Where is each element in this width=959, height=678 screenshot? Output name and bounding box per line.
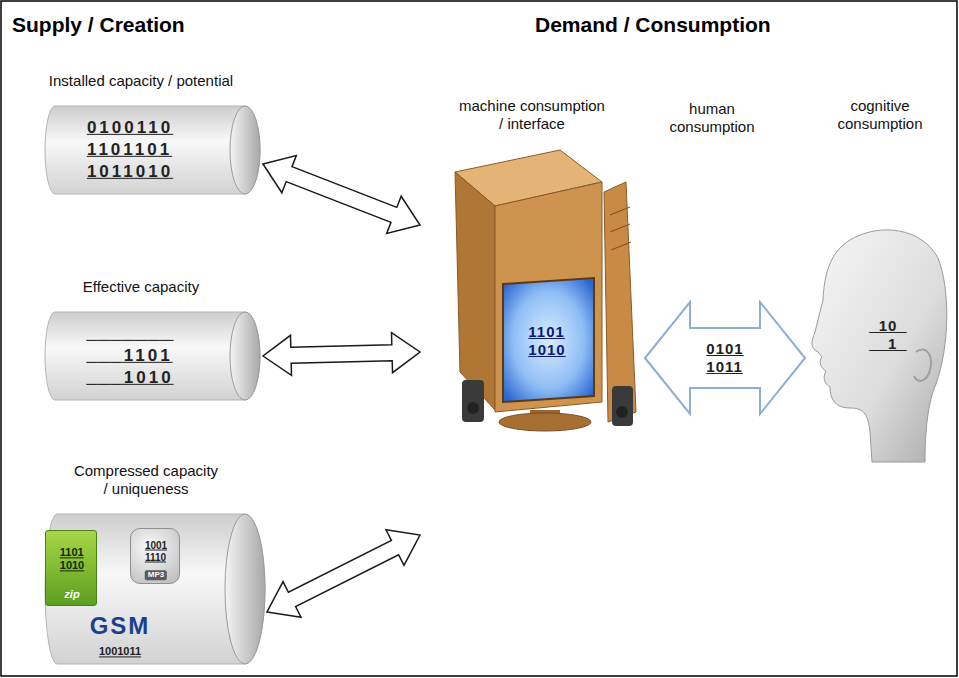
tube [45,106,260,194]
edge-label: 0101 1011 [703,339,746,377]
binary-digits: 1001 1110 [145,540,167,563]
caption: Compressed capacity / uniqueness [72,462,220,498]
drive-slot [610,224,630,232]
section-heading: Supply / Creation [12,12,185,37]
caption: cognitive consumption [820,97,940,133]
tube-opening [225,514,265,664]
tube [45,514,265,664]
binary-digits: 1101 1010 [60,546,84,571]
monitor-base [499,413,591,431]
binary-digits: _______ ___1101 ___1010 [86,323,173,389]
mp3-icon: 1001 1110MP3 [130,528,180,584]
gsm-logo: GSM 1001011 [70,610,170,662]
speaker [612,386,633,426]
screen-digits: 1101 1010 [528,323,565,359]
double-arrow [263,333,420,376]
speaker-cone [616,406,628,418]
logo-text: GSM [90,612,151,641]
caption: machine consumption / interface [458,97,606,133]
file-type: MP3 [145,570,167,580]
file-type: zip [64,588,79,601]
drive-slot [611,242,631,250]
tube-node: Installed capacity / potential 0100110 11… [20,72,263,197]
zip-icon: 1101 1010 zip [45,530,97,606]
caption: Installed capacity / potential [21,72,261,90]
double-arrow [267,530,420,618]
speaker [462,380,484,422]
binary-digits: 1001011 [99,645,141,658]
monitor-front [495,182,602,412]
computer-node: machine consumption / interface 1101 1010 [420,95,645,545]
double-arrow [645,302,805,414]
tube-node: Compressed capacity / uniqueness 1101 101… [25,462,267,668]
speaker-cone [467,402,479,414]
caption: Effective capacity [21,278,261,296]
tube-opening [230,106,260,194]
head-node: cognitive consumption _10_ __1_ [805,95,955,470]
head [812,230,947,462]
tube [45,312,260,400]
binary-digits: 0100110 1101101 1011010 [87,117,173,183]
monitor-side [455,172,495,410]
section-heading: Demand / Consumption [535,12,771,37]
tube-node: Effective capacity _______ ___1101 ___101… [20,278,263,403]
drive-slot [610,207,630,215]
caption: human consumption [652,100,772,136]
screen [503,278,594,402]
binary-digits: _10_ __1_ [869,317,906,353]
ear [914,349,931,380]
tube-opening [230,312,260,400]
double-arrow [263,155,420,233]
